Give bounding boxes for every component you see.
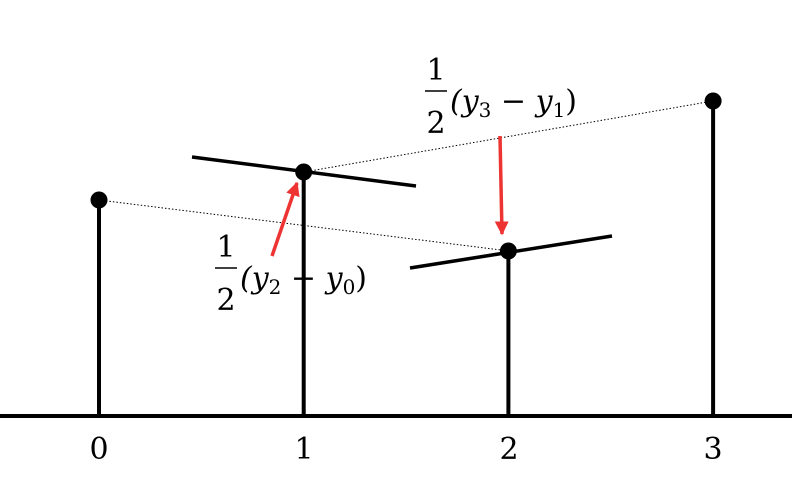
tick-label-3: 3 bbox=[703, 432, 722, 467]
annotation-y2-minus-y0: 1 2 (y2 − y0) bbox=[215, 230, 367, 318]
tick-label-0: 0 bbox=[89, 432, 108, 467]
dotted-secant-0-2 bbox=[98, 199, 510, 252]
tangent-at-1 bbox=[191, 155, 417, 188]
fraction-numerator: 1 bbox=[426, 53, 445, 88]
red-arrow-to-2 bbox=[494, 135, 509, 236]
expression: (y2 − y0) bbox=[240, 261, 367, 299]
fraction-denominator: 2 bbox=[216, 283, 235, 318]
annotation-y3-minus-y1: 1 2 (y3 − y1) bbox=[425, 53, 577, 141]
red-arrow-to-1 bbox=[270, 181, 300, 257]
dotted-secant-1-3 bbox=[303, 100, 714, 173]
fraction-denominator: 2 bbox=[426, 106, 445, 141]
tick-labels: 0 1 2 3 bbox=[89, 432, 722, 467]
fraction-numerator: 1 bbox=[216, 230, 235, 265]
tick-label-1: 1 bbox=[294, 432, 313, 467]
tangent-at-2 bbox=[409, 234, 613, 270]
sample-point-3 bbox=[704, 92, 722, 110]
tick-label-2: 2 bbox=[499, 432, 518, 467]
expression: (y3 − y1) bbox=[450, 84, 577, 122]
